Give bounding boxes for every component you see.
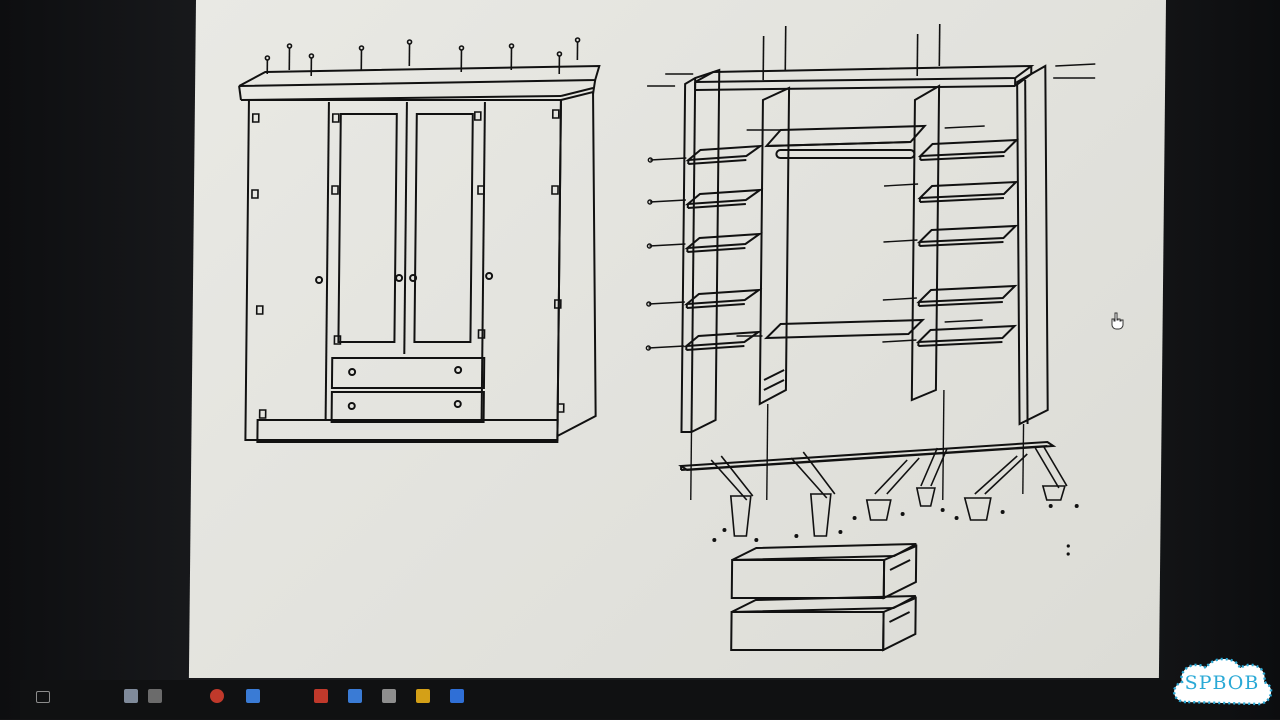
app-icon-1[interactable] (124, 689, 138, 703)
app-icon-7[interactable] (382, 689, 396, 703)
watermark-text: SPBOB (1168, 672, 1276, 694)
app-icon-6[interactable] (348, 689, 362, 703)
app-icon-5[interactable] (314, 689, 328, 703)
drawer-boxes (731, 544, 916, 650)
app-icon-3[interactable] (210, 689, 224, 703)
app-icon-4[interactable] (246, 689, 260, 703)
monitor-screen (189, 0, 1166, 678)
exploded-view (641, 24, 1096, 650)
assembly-diagram (189, 0, 1166, 678)
hand-pointer-icon (1110, 312, 1124, 330)
tray-window-icon[interactable] (36, 691, 50, 703)
app-icon-8[interactable] (416, 689, 430, 703)
app-icon-9[interactable] (450, 689, 464, 703)
assembled-wardrobe (235, 38, 599, 442)
app-icon-2[interactable] (148, 689, 162, 703)
watermark: SPBOB (1168, 652, 1276, 716)
taskbar (20, 680, 1220, 719)
